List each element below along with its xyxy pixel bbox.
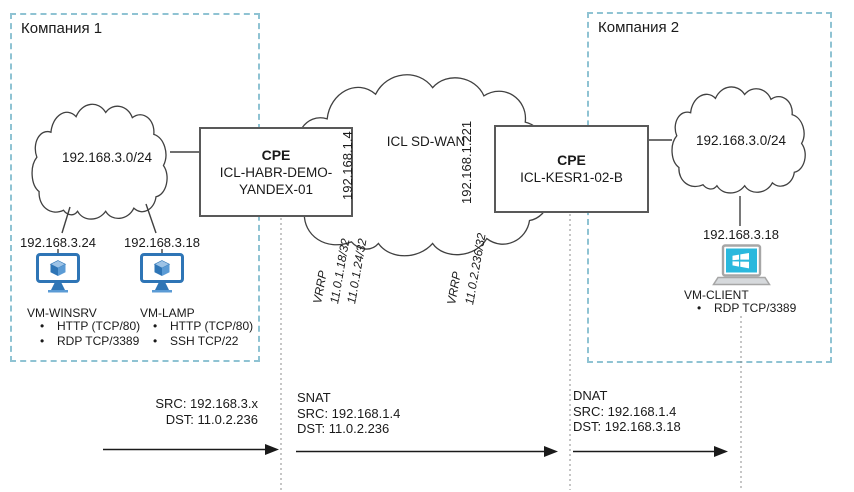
service-label: SSH TCP/22 [170,334,239,348]
service-item: RDP TCP/3389 [697,301,796,316]
cpe-right-name: ICL-KESR1-02-B [520,170,623,185]
arrowhead [714,446,728,457]
lan2-cloud-shape [672,87,805,193]
flow-dnat: DNAT SRC: 192.168.1.4 DST: 192.168.3.18 [573,388,681,435]
bullet-icon [153,334,170,349]
windows-laptop-icon [711,244,771,290]
connector-line [61,206,71,234]
vm-monitor-icon [140,253,184,295]
bullet-icon [153,319,170,334]
sdwan-label: ICL SD-WAN [386,134,466,149]
lan2-subnet-label: 192.168.3.0/24 [695,133,787,148]
flow-line: SRC: 192.168.3.x [155,396,258,411]
cpe-right-box: CPE ICL-KESR1-02-B [494,125,649,213]
vm-client-name: VM-CLIENT [684,288,749,302]
flow-line: DST: 192.168.3.18 [573,419,681,434]
flow-pre-nat: SRC: 192.168.3.x DST: 11.0.2.236 [100,396,258,427]
lan1-subnet-label: 192.168.3.0/24 [61,150,153,165]
arrowhead [265,444,279,455]
cpe-left-name-line2: YANDEX-01 [238,181,314,197]
flow-line: SRC: 192.168.1.4 [573,403,677,419]
vm-winsrv-name: VM-WINSRV [27,306,97,320]
vm-winsrv-services: HTTP (TCP/80) RDP TCP/3389 [40,319,140,349]
cpe-left-box: CPE ICL-HABR-DEMO- YANDEX-01 [199,127,353,217]
cpe-left-title: CPE [261,146,291,163]
cpe-left-wan-ip: 192.168.1.4 [340,131,355,200]
vm-lamp-services: HTTP (TCP/80) SSH TCP/22 [153,319,253,349]
service-item: HTTP (TCP/80) [153,319,253,334]
service-item: SSH TCP/22 [153,334,253,349]
bullet-icon [697,301,714,316]
flow-snat: SNAT SRC: 192.168.1.4 DST: 11.0.2.236 [297,390,400,437]
company2-title: Компания 2 [598,19,680,36]
service-label: HTTP (TCP/80) [170,319,254,333]
flow-title: SNAT [297,390,331,405]
connector-line [145,203,157,234]
vm-lamp-name: VM-LAMP [140,306,195,320]
service-label: RDP TCP/3389 [714,301,797,315]
bullet-icon [40,319,57,334]
vm-client-services: RDP TCP/3389 [697,301,796,316]
vm-monitor-icon [36,253,80,295]
cpe-right-wan-ip: 192.168.1.221 [459,120,474,204]
vm-winsrv-ip: 192.168.3.24 [20,235,96,250]
bullet-icon [40,334,57,349]
company1-title: Компания 1 [21,20,103,37]
arrowhead [544,446,558,457]
flow-line: SRC: 192.168.1.4 [297,405,401,421]
vm-lamp-ip: 192.168.3.18 [124,235,200,250]
service-label: RDP TCP/3389 [57,334,140,348]
service-item: RDP TCP/3389 [40,334,140,349]
flow-line: DST: 11.0.2.236 [165,411,258,427]
lan1-cloud-shape [32,104,167,219]
service-label: HTTP (TCP/80) [57,319,141,333]
flow-title: DNAT [573,388,608,403]
cpe-left-name-line1: ICL-HABR-DEMO- [219,164,333,180]
flow-line: DST: 11.0.2.236 [297,421,390,436]
service-item: HTTP (TCP/80) [40,319,140,334]
cpe-right-title: CPE [557,152,586,168]
vm-client-ip: 192.168.3.18 [703,227,779,242]
